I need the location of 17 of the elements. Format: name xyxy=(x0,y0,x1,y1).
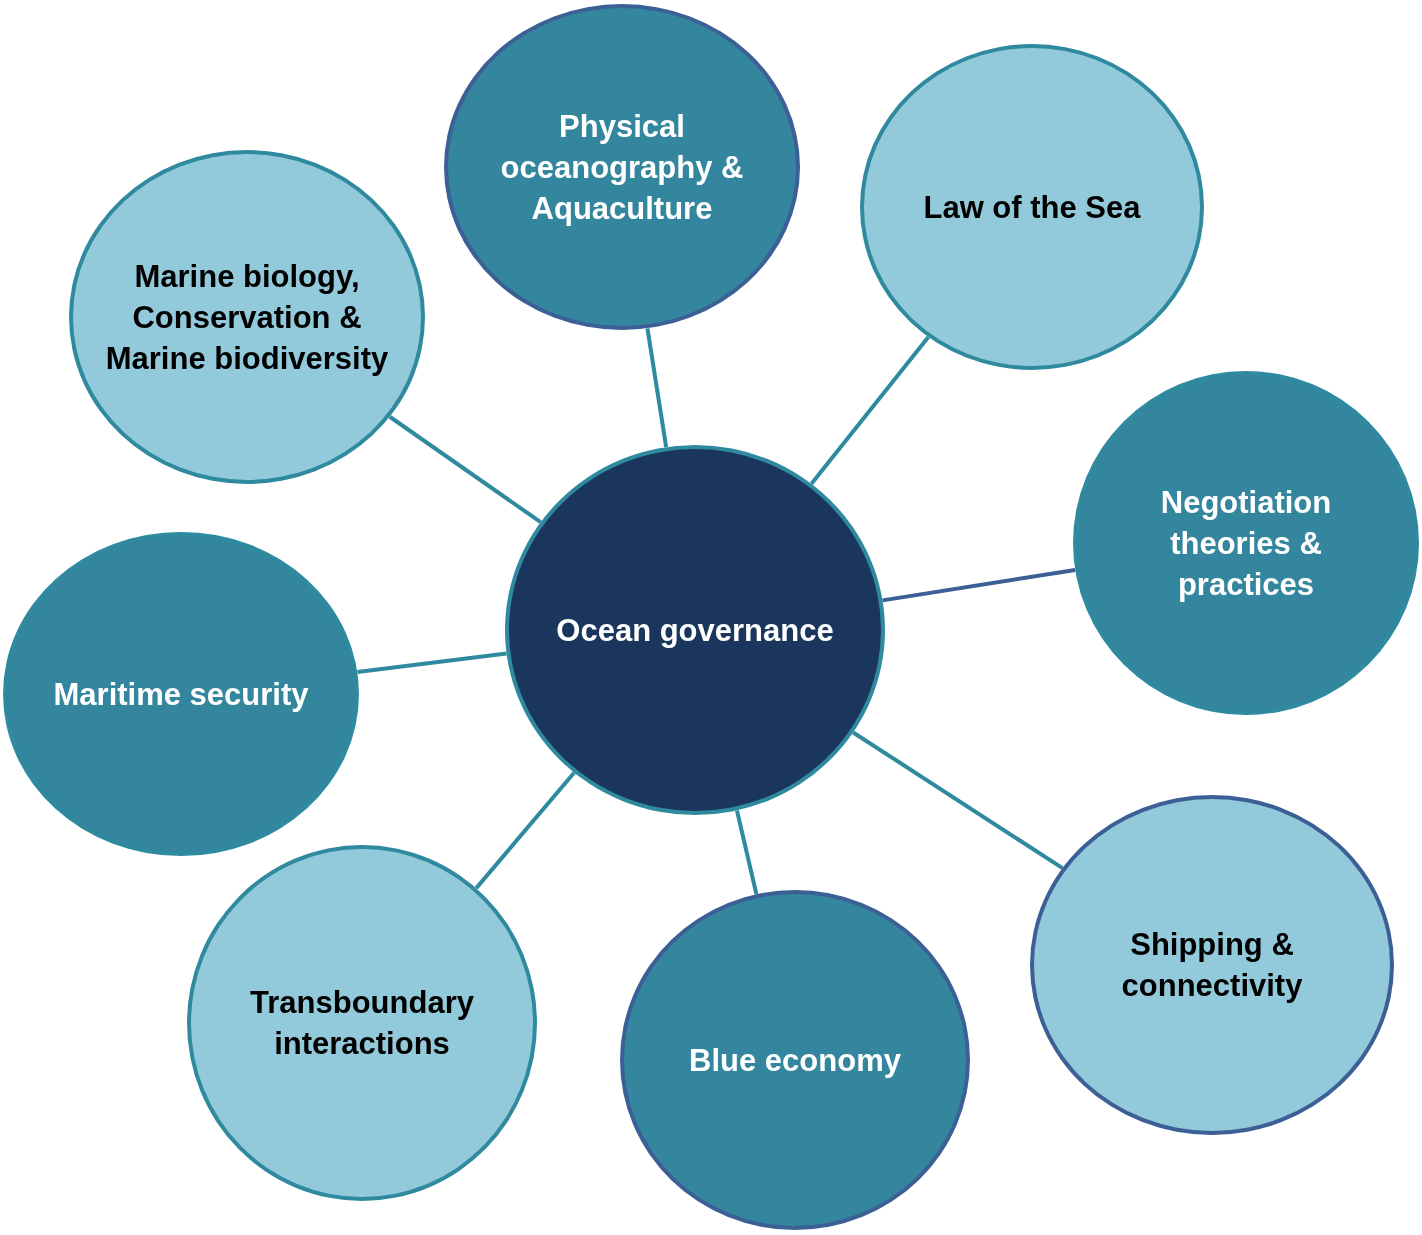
topic-label: Blue economy xyxy=(688,1041,902,1080)
topic-label: Negotiation theories & practices xyxy=(1159,483,1333,604)
topic-label: Transboundary interactions xyxy=(249,984,475,1063)
connector-line xyxy=(852,730,1064,870)
connector-line xyxy=(882,568,1076,603)
topic-label: Ocean governance xyxy=(555,611,835,650)
connector-line xyxy=(474,771,576,890)
connector-line xyxy=(735,809,759,895)
topic-label: Maritime security xyxy=(52,675,310,714)
topic-label: Law of the Sea xyxy=(922,188,1142,227)
topic-label: Physical oceanography & Aquaculture xyxy=(499,107,745,228)
topic-label: Marine biology, Conservation & Marine biodiversity xyxy=(104,257,390,378)
topic-label: Shipping & connectivity xyxy=(1120,926,1304,1005)
connector-line xyxy=(388,415,542,524)
connector-line xyxy=(809,335,930,486)
connector-line xyxy=(645,328,669,448)
connector-line xyxy=(357,651,507,675)
